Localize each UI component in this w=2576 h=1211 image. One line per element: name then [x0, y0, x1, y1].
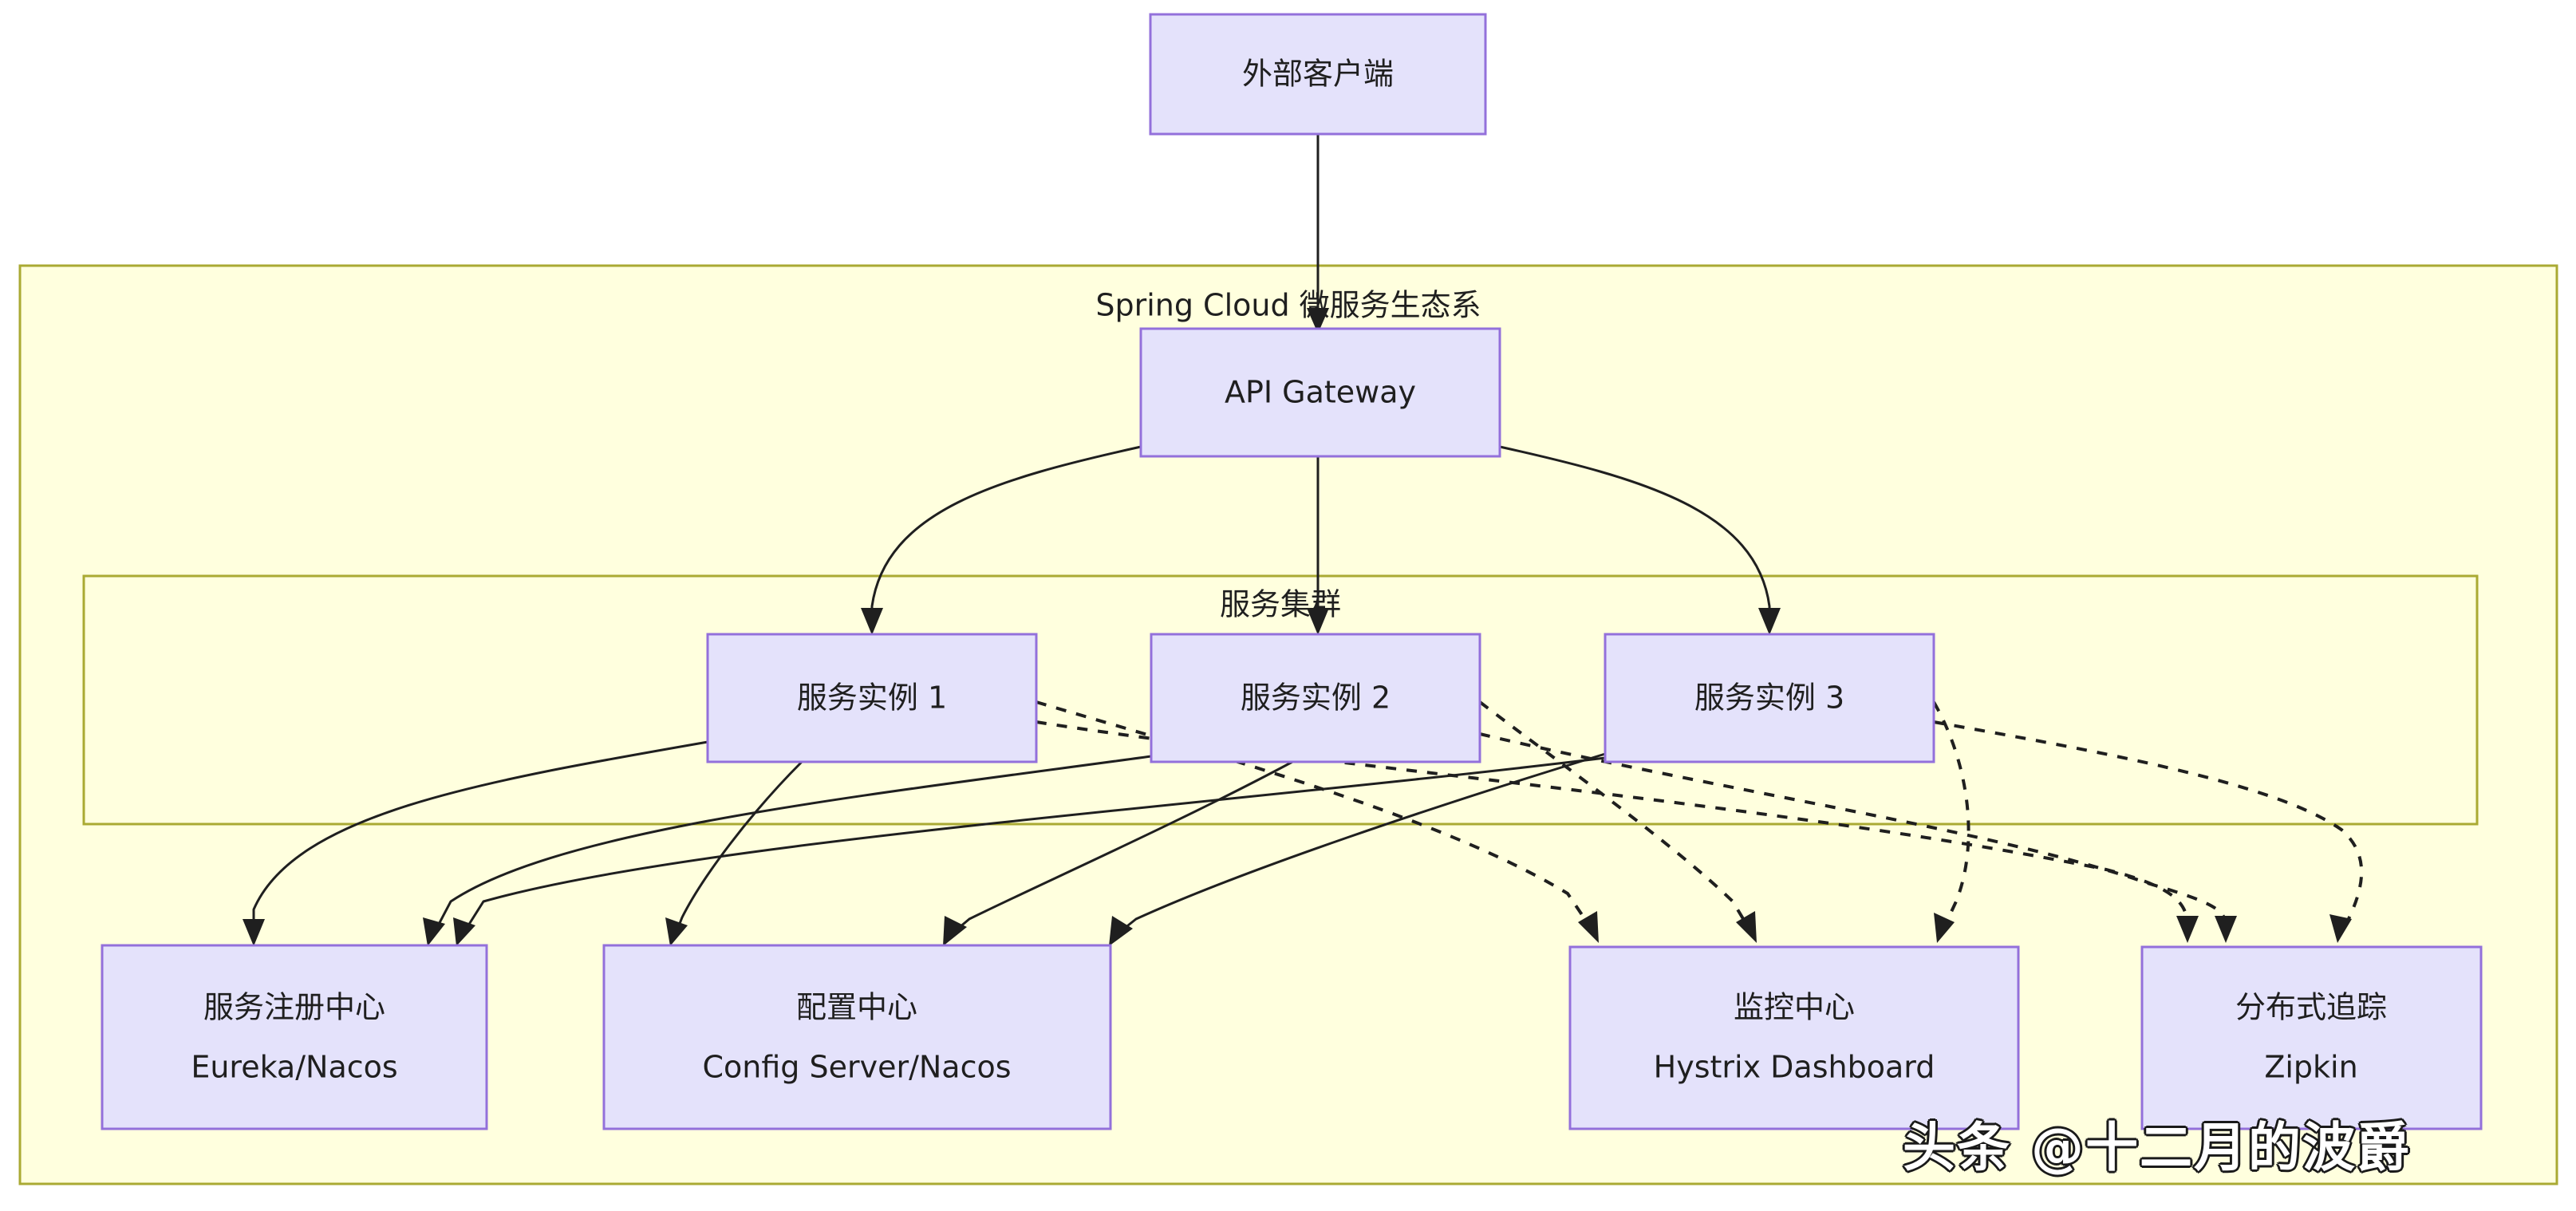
node-service-instance-2-label: 服务实例 2	[1241, 680, 1391, 716]
node-monitoring-center-rect[interactable]	[1568, 945, 2020, 1130]
edge-client-to-gateway	[1307, 134, 1329, 333]
node-external-client-rect[interactable]	[1149, 13, 1487, 136]
node-service-instance-3-rect[interactable]	[1604, 633, 1935, 763]
edge-gateway-to-svc1	[861, 445, 1142, 635]
edge-gateway-to-svc2	[1307, 456, 1329, 635]
node-api-gateway-rect[interactable]	[1139, 327, 1501, 458]
node-service-instance-3[interactable]: 服务实例 3	[1604, 633, 1935, 763]
edge-svc2-to-monitor	[1478, 700, 1757, 943]
node-service-instance-3-label: 服务实例 3	[1694, 680, 1844, 716]
node-service-registry-rect[interactable]	[101, 944, 488, 1130]
node-config-center-label-line1: 配置中心	[796, 990, 917, 1025]
edge-svc3-to-config	[1109, 752, 1606, 946]
edge-svc3-to-registry	[453, 756, 1606, 946]
node-service-registry[interactable]: 服务注册中心 Eureka/Nacos	[101, 944, 488, 1130]
node-service-instance-1[interactable]: 服务实例 1	[706, 633, 1038, 763]
node-api-gateway-label: API Gateway	[1225, 375, 1416, 410]
node-distributed-tracing-label-line1: 分布式追踪	[2235, 990, 2387, 1025]
edge-svc1-to-registry	[243, 740, 708, 946]
edge-svc3-to-monitor	[1932, 701, 1970, 943]
edge-svc2-to-tracing	[1479, 732, 2237, 943]
node-api-gateway[interactable]: API Gateway	[1139, 327, 1501, 458]
node-distributed-tracing-label-line2: Zipkin	[2264, 1050, 2357, 1085]
node-service-instance-2-rect[interactable]	[1150, 633, 1481, 763]
node-distributed-tracing-rect[interactable]	[2140, 945, 2483, 1130]
node-config-center-label-line2: Config Server/Nacos	[702, 1050, 1011, 1085]
edge-svc1-to-config	[665, 760, 803, 946]
edge-gateway-to-svc3	[1499, 445, 1781, 635]
node-monitoring-center[interactable]: 监控中心 Hystrix Dashboard	[1568, 945, 2020, 1130]
node-external-client-label: 外部客户端	[1242, 57, 1394, 92]
node-monitoring-center-label-line2: Hystrix Dashboard	[1654, 1050, 1935, 1085]
edge-svc2-to-registry	[423, 755, 1152, 946]
node-service-instance-2[interactable]: 服务实例 2	[1150, 633, 1481, 763]
node-service-registry-label-line2: Eureka/Nacos	[191, 1050, 397, 1085]
node-monitoring-center-label-line1: 监控中心	[1734, 990, 1855, 1025]
edge-svc1-to-monitor	[1036, 700, 1599, 943]
node-service-instance-1-rect[interactable]	[706, 633, 1038, 763]
cluster-spring-cloud-label: Spring Cloud 微服务生态系	[1095, 288, 1481, 323]
node-service-instance-1-label: 服务实例 1	[797, 680, 947, 716]
edge-svc3-to-tracing	[1933, 720, 2364, 943]
edge-svc2-to-config	[943, 760, 1293, 946]
node-config-center-rect[interactable]	[602, 944, 1112, 1130]
node-config-center[interactable]: 配置中心 Config Server/Nacos	[602, 944, 1112, 1130]
node-distributed-tracing[interactable]: 分布式追踪 Zipkin	[2140, 945, 2483, 1130]
node-service-registry-label-line1: 服务注册中心	[203, 990, 385, 1025]
node-external-client[interactable]: 外部客户端	[1149, 13, 1487, 136]
edge-svc1-to-tracing	[1036, 720, 2199, 943]
